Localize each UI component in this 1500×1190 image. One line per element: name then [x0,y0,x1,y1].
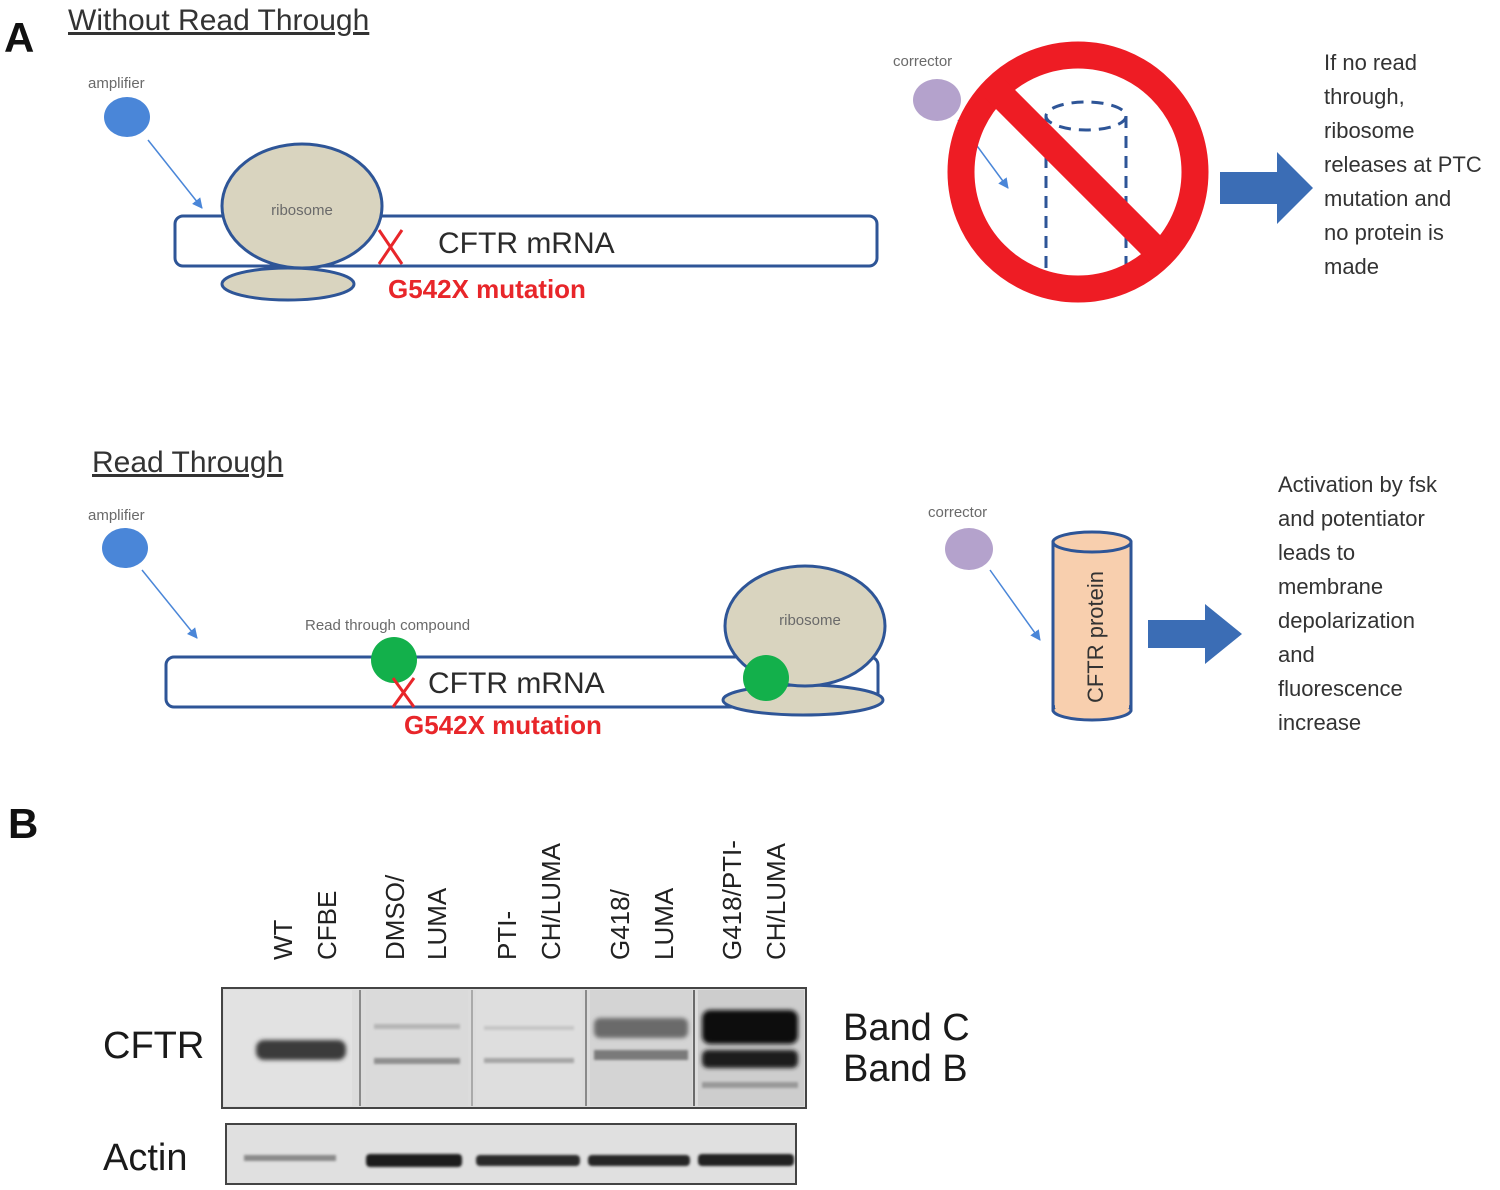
corrector-circle-bottom [945,528,993,570]
amplifier-arrow-top [147,139,203,209]
lane-labels: WT CFBE DMSO/ LUMA PTI- CH/LUMA G418/ LU… [268,840,791,960]
read-through-compound-molecule [371,637,417,683]
corrector-label-bottom: corrector [928,504,987,521]
actin-row-label: Actin [103,1137,187,1179]
panel-b-letter: B [8,800,38,847]
lane-label-6: CH/LUMA [536,842,566,960]
mrna-label-bottom: CFTR mRNA [428,667,605,700]
amplifier-arrow-bottom [141,569,198,639]
result-arrow-bottom [1148,604,1242,664]
ribosome-label-bottom: ribosome [779,612,841,629]
mrna-label-top: CFTR mRNA [438,227,615,260]
lane-label-8: LUMA [649,887,679,960]
ribosome-large-subunit-top [220,142,384,270]
corrector-circle-top [913,79,961,121]
read-through-compound-label: Read through compound [305,617,470,634]
cftr-row-label: CFTR [103,1025,204,1067]
read-through-section: Read Through amplifier Read through comp… [88,446,1443,740]
ribosome-label-top: ribosome [271,202,333,219]
lane-label-5: PTI- [492,911,522,960]
mrna-strand-bottom [164,655,880,709]
amplifier-label-top: amplifier [88,75,145,92]
actin-blot [225,1123,797,1185]
mutation-label-top: G542X mutation [388,274,586,304]
lane-label-2: CFBE [312,891,342,960]
cftr-blot [221,987,807,1109]
without-read-through-heading: Without Read Through [68,4,369,37]
cftr-protein-cylinder: CFTR protein [1051,530,1133,722]
corrector-label-top: corrector [893,53,952,70]
compound-bound-to-ribosome [743,655,789,701]
lane-label-4: LUMA [422,887,452,960]
result-arrow-top [1220,152,1313,224]
ribosome-small-subunit-top [220,266,356,302]
prohibited-icon [947,41,1209,303]
read-through-note: Activation by fsk and potentiator leads … [1278,472,1443,735]
lane-label-10: CH/LUMA [761,842,791,960]
panel-a-letter: A [4,14,34,61]
no-read-through-note: If no read through, ribosome releases at… [1324,50,1488,279]
lane-label-9: G418/PTI- [717,840,747,960]
lane-label-3: DMSO/ [380,874,410,960]
read-through-heading: Read Through [92,446,283,479]
stop-mark-bottom [391,677,416,708]
lane-label-7: G418/ [605,888,635,960]
amplifier-circle-top [104,97,150,137]
stop-mark-top [377,229,404,265]
band-c-label: Band C [843,1007,970,1049]
mutation-label-bottom: G542X mutation [404,710,602,740]
corrector-arrow-bottom [989,569,1041,641]
amplifier-label-bottom: amplifier [88,507,145,524]
lane-label-1: WT [268,919,298,960]
amplifier-circle-bottom [102,528,148,568]
without-read-through-section: Without Read Through amplifier ribosome … [68,4,1488,304]
cftr-protein-label: CFTR protein [1083,571,1108,703]
band-b-label: Band B [843,1048,968,1090]
